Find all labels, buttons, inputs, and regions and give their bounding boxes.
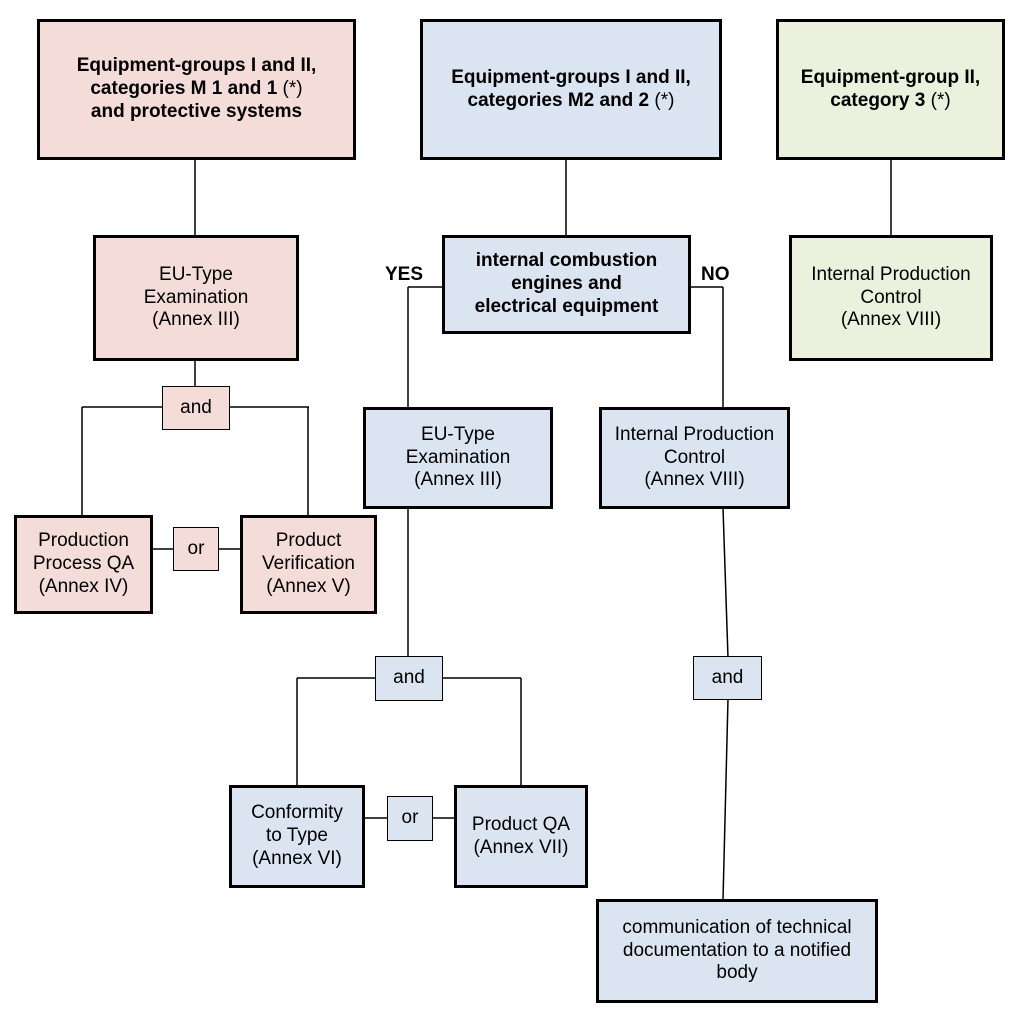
or-connector-left: or <box>173 527 219 571</box>
product-qa: Product QA (Annex VII) <box>454 785 588 888</box>
eu-type-examination-mid: EU-Type Examination (Annex III) <box>363 407 553 509</box>
internal-production-control-right: Internal Production Control (Annex VIII) <box>789 235 993 361</box>
eu-type-examination-left: EU-Type Examination (Annex III) <box>93 235 299 361</box>
line-and-to-communication <box>722 698 729 901</box>
decision-combustion-electrical: internal combustion engines and electric… <box>442 235 691 334</box>
internal-production-control-mid: Internal Production Control (Annex VIII) <box>599 407 790 509</box>
header-group-m1: Equipment-groups I and II, categories M … <box>37 19 356 160</box>
production-process-qa: Production Process QA (Annex IV) <box>14 515 153 614</box>
no-label: NO <box>701 264 730 285</box>
communication-technical-documentation: communication of technical documentation… <box>596 899 878 1003</box>
and-connector-mid: and <box>375 656 443 701</box>
product-verification: Product Verification (Annex V) <box>240 515 377 614</box>
line-ipc-to-and <box>722 507 729 659</box>
yes-label: YES <box>385 264 424 285</box>
header-group-m2: Equipment-groups I and II, categories M2… <box>420 19 722 160</box>
or-connector-mid: or <box>387 796 433 841</box>
and-connector-right: and <box>693 656 762 700</box>
and-connector-left: and <box>162 386 230 430</box>
conformity-to-type: Conformity to Type (Annex VI) <box>229 785 365 888</box>
header-group-3: Equipment-group II, category 3 (*) <box>776 19 1005 160</box>
